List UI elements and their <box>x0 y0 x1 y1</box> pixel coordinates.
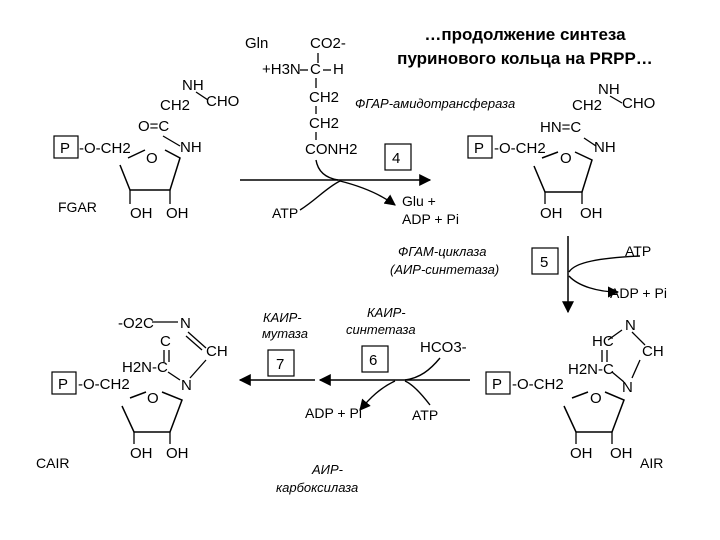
enzyme-fgar-amidotransferase: ФГАР-амидотрансфераза <box>355 96 515 111</box>
atp-label-5: ATP <box>625 243 651 259</box>
cair-n3: N <box>180 315 191 332</box>
fgar-cho: CHO <box>206 93 239 110</box>
gln-ch2-1: CH2 <box>309 89 339 106</box>
fgam-phosphate: P <box>474 140 484 157</box>
cair-phosphate: P <box>58 376 68 393</box>
air-structure: N HC CH H2N-C N P -O-CH2 O OH OH AIR <box>485 317 664 471</box>
reaction-4: ФГАР-амидотрансфераза 4 ATP Glu + ADP + … <box>240 96 515 227</box>
gln-alpha-h: H <box>333 61 344 78</box>
cair-oh-3: OH <box>166 445 189 462</box>
air-ch: CH <box>642 343 664 360</box>
fgar-ring-nh: NH <box>180 139 202 156</box>
cair-structure: -O2C N C CH H2N-C N P -O-CH2 O OH OH CAI… <box>36 315 228 471</box>
fgam-ring-nh: NH <box>594 139 616 156</box>
cair-ch: CH <box>206 343 228 360</box>
fgam-oh-3: OH <box>580 205 603 222</box>
fgar-oh-3: OH <box>166 205 189 222</box>
cair-n9: N <box>181 377 192 394</box>
enzyme-air-carboxylase-1: АИР- <box>311 462 344 477</box>
cair-och2: -O-CH2 <box>78 376 130 393</box>
glu-line-2: ADP + Pi <box>402 211 459 227</box>
air-oh-3: OH <box>610 445 633 462</box>
air-h2nc: H2N-C <box>568 361 614 378</box>
fgar-phosphate: P <box>60 140 70 157</box>
fgar-label: FGAR <box>58 199 97 215</box>
fgam-ring-o: O <box>560 150 572 167</box>
atp-label-4: ATP <box>272 205 298 221</box>
enzyme-fgam-cyclase-2: (АИР-синтетаза) <box>390 262 499 277</box>
air-phosphate: P <box>492 376 502 393</box>
enzyme-air-carboxylase-2: карбоксилаза <box>276 480 358 495</box>
fgam-hnc: HN=C <box>540 119 581 136</box>
fgar-structure: NH CH2 CHO O=C NH P -O-CH2 O OH OH FGAR <box>53 77 239 222</box>
step-7: 7 <box>276 356 284 373</box>
adp-pi-label-6: ADP + Pi <box>305 405 362 421</box>
co2-text: CO2- <box>310 35 346 52</box>
enzyme-kair-mutase-2: мутаза <box>262 326 308 341</box>
cair-label: CAIR <box>36 455 69 471</box>
enzyme-kair-mutase-1: КАИР- <box>263 310 302 325</box>
gln-ch2-2: CH2 <box>309 115 339 132</box>
gln-h3n-group: +H3N <box>262 61 301 78</box>
gln-alpha-c: C <box>310 61 321 78</box>
title-line-2: пуринового кольца на PRPP… <box>397 49 653 68</box>
cair-h2nc: H2N-C <box>122 359 168 376</box>
glutamine-structure: Gln CO2- +H3N C H CH2 CH2 CONH2 <box>245 35 358 158</box>
enzyme-kair-synthetase-2: синтетаза <box>346 322 416 337</box>
fgam-structure: NH CH2 CHO HN=C NH P -O-CH2 O OH OH <box>467 81 655 222</box>
cair-c5: C <box>160 333 171 350</box>
cair-ring-o: O <box>147 390 159 407</box>
fgam-och2: -O-CH2 <box>494 140 546 157</box>
enzyme-kair-synthetase-1: КАИР- <box>367 305 406 320</box>
cair-oh-2: OH <box>130 445 153 462</box>
atp-label-6: ATP <box>412 407 438 423</box>
air-och2: -O-CH2 <box>512 376 564 393</box>
gln-conh2: CONH2 <box>305 141 358 158</box>
fgam-cho: CHO <box>622 95 655 112</box>
fgar-oc: O=C <box>138 118 169 135</box>
step-5: 5 <box>540 254 548 271</box>
air-label: AIR <box>640 455 663 471</box>
enzyme-fgam-cyclase-1: ФГАМ-циклаза <box>398 244 486 259</box>
step-6: 6 <box>369 352 377 369</box>
air-ring-o: O <box>590 390 602 407</box>
fgar-ch2: CH2 <box>160 97 190 114</box>
fgar-ring-o: O <box>146 150 158 167</box>
step-4: 4 <box>392 150 400 167</box>
air-hc: HC <box>592 333 614 350</box>
cair-o2c: -O2C <box>118 315 154 332</box>
glu-line-1: Glu + <box>402 193 436 209</box>
fgam-nh: NH <box>598 81 620 98</box>
gln-co2-group: CO2- <box>310 35 346 52</box>
fgam-oh-2: OH <box>540 205 563 222</box>
fgar-oh-2: OH <box>130 205 153 222</box>
adp-pi-label-5: ADP + Pi <box>610 285 667 301</box>
reaction-6-7: HCO3- ATP ADP + Pi 6 7 КАИР- синтетаза К… <box>238 305 470 495</box>
fgam-ch2: CH2 <box>572 97 602 114</box>
fgar-nh: NH <box>182 77 204 94</box>
title-line-1: …продолжение синтеза <box>424 25 626 44</box>
air-n9: N <box>622 379 633 396</box>
hco3-label: HCO3- <box>420 339 467 356</box>
reaction-5: ATP ADP + Pi 5 ФГАМ-циклаза (АИР-синтета… <box>390 236 667 314</box>
fgar-och2: -O-CH2 <box>79 140 131 157</box>
gln-label: Gln <box>245 35 268 52</box>
air-n3: N <box>625 317 636 334</box>
air-oh-2: OH <box>570 445 593 462</box>
